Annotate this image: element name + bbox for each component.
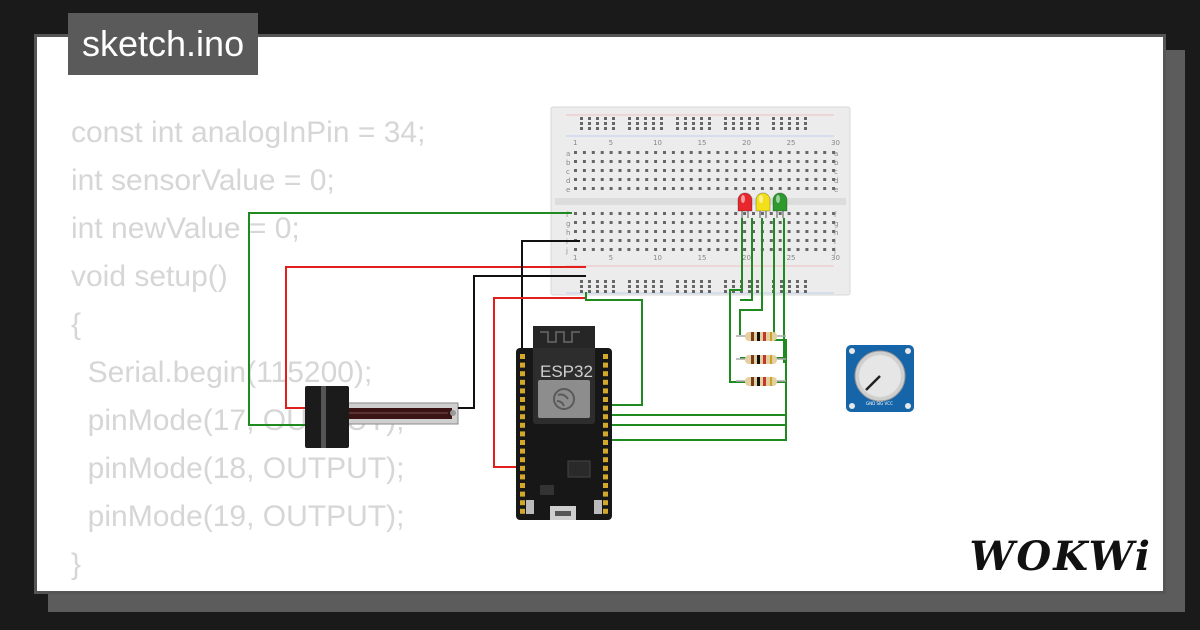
breadboard-row-letter: e xyxy=(566,186,570,194)
code-line: } xyxy=(71,548,82,581)
code-line: int sensorValue = 0; xyxy=(71,164,335,197)
breadboard-column-number: 10 xyxy=(653,139,662,147)
led-red xyxy=(737,192,753,218)
breadboard-row-letter: h xyxy=(566,229,570,237)
resistor-3 xyxy=(736,377,786,386)
resistor-2 xyxy=(736,355,786,364)
breadboard-row-letter: b xyxy=(566,159,571,167)
led-yellow xyxy=(755,192,771,218)
breadboard-row-letter: j xyxy=(833,247,836,255)
slide-potentiometer[interactable] xyxy=(305,386,459,448)
wokwi-logo: WOKWi xyxy=(969,533,1152,580)
resistors xyxy=(736,332,786,386)
breadboard-column-number: 15 xyxy=(698,254,707,262)
svg-text:GND SIG VCC: GND SIG VCC xyxy=(866,401,893,406)
breadboard-row-letter: b xyxy=(834,159,839,167)
breadboard-column-number: 1 xyxy=(573,254,577,262)
breadboard-column-number: 25 xyxy=(787,139,796,147)
breadboard-row-letter: d xyxy=(834,177,838,185)
breadboard-column-number: 15 xyxy=(698,139,707,147)
breadboard-row-letter: a xyxy=(566,150,570,158)
breadboard-row-letter: i xyxy=(834,238,836,246)
breadboard-row-letter: g xyxy=(566,220,570,228)
breadboard-row-letter: c xyxy=(834,168,838,176)
breadboard-row-letter: h xyxy=(834,229,838,237)
breadboard-row-letter: e xyxy=(834,186,838,194)
code-line: pinMode(19, OUTPUT); xyxy=(71,500,405,533)
code-preview: const int analogInPin = 34; int sensorVal… xyxy=(71,109,426,591)
esp32-label: ESP32 xyxy=(540,362,593,381)
breadboard-column-number: 30 xyxy=(831,254,840,262)
breadboard-row-letter: f xyxy=(566,211,569,219)
breadboard-column-number: 20 xyxy=(742,254,751,262)
resistor-1 xyxy=(736,332,786,341)
breadboard-column-number: 10 xyxy=(653,254,662,262)
code-line: int newValue = 0; xyxy=(71,212,300,245)
rotary-potentiometer[interactable]: GND SIG VCC xyxy=(846,345,914,412)
code-line: { xyxy=(71,308,82,341)
breadboard-row-letter: j xyxy=(565,247,568,255)
code-line: Serial.begin(115200); xyxy=(71,356,373,389)
breadboard-row-letter: d xyxy=(566,177,570,185)
breadboard-row-letter: a xyxy=(834,150,838,158)
filename-tab[interactable]: sketch.ino xyxy=(68,13,259,75)
breadboard-row-letter: g xyxy=(834,220,838,228)
breadboard-row-letter: f xyxy=(834,211,837,219)
esp32-board[interactable]: ESP32 xyxy=(516,326,612,520)
breadboard-column-number: 5 xyxy=(609,254,613,262)
breadboard-row-letter: c xyxy=(566,168,570,176)
espressif-logo-icon xyxy=(553,388,575,410)
code-line: const int analogInPin = 34; xyxy=(71,116,426,149)
led-green xyxy=(772,192,788,218)
breadboard-column-number: 20 xyxy=(742,139,751,147)
leds xyxy=(737,192,788,218)
breadboard-column-number: 25 xyxy=(787,254,796,262)
breadboard-column-number: 5 xyxy=(609,139,613,147)
code-line: void setup() xyxy=(71,260,228,293)
breadboard-column-number: 30 xyxy=(831,139,840,147)
breadboard-column-number: 1 xyxy=(573,139,577,147)
code-line: pinMode(18, OUTPUT); xyxy=(71,452,405,485)
